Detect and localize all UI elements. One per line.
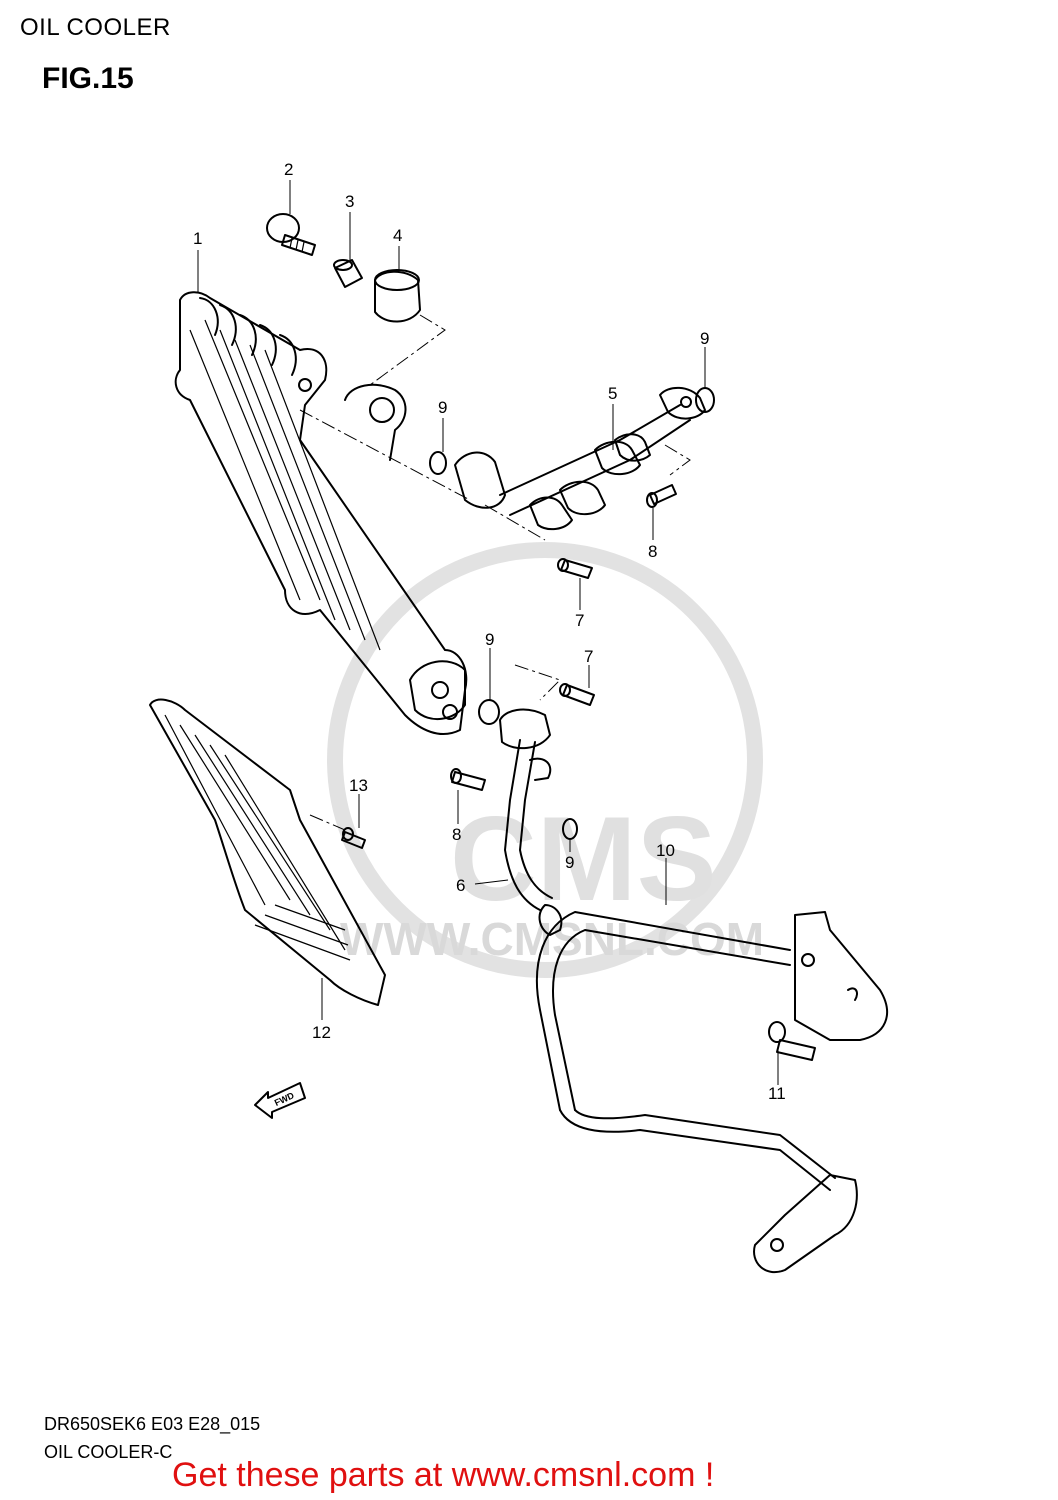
bolt-part-7 <box>559 683 595 706</box>
page-title: OIL COOLER <box>20 14 171 41</box>
callout-1: 1 <box>193 229 202 248</box>
watermark-url: WWW.CMSNL.COM <box>340 913 764 965</box>
callout-7b: 7 <box>584 647 593 666</box>
callout-9b: 9 <box>700 329 709 348</box>
alignment-line <box>484 504 546 541</box>
callout-9c: 9 <box>485 630 494 649</box>
oil-cooler-part-1 <box>174 291 468 735</box>
o-ring-part-9 <box>562 818 578 840</box>
callout-8a: 8 <box>648 542 657 561</box>
diagram-code: DR650SEK6 E03 E28_015 <box>44 1414 261 1434</box>
callout-12: 12 <box>312 1023 331 1042</box>
callout-9d: 9 <box>565 853 574 872</box>
alignment-line <box>514 664 561 701</box>
get-parts-link[interactable]: Get these parts at www.cmsnl.com ! <box>172 1456 715 1494</box>
alignment-line <box>309 814 346 831</box>
alignment-line <box>664 444 691 476</box>
oil-hose-part-5 <box>454 386 706 531</box>
callout-6: 6 <box>456 876 465 895</box>
grille-part-12 <box>149 698 386 1006</box>
alignment-line <box>369 314 446 386</box>
callout-3: 3 <box>345 192 354 211</box>
bolt-part-7 <box>557 558 593 579</box>
callout-10: 10 <box>656 841 675 860</box>
callout-8b: 8 <box>452 825 461 844</box>
grommet-part-4 <box>374 269 421 323</box>
collar-part-3 <box>333 259 363 288</box>
washer-bolt-part-2 <box>266 213 316 256</box>
watermark-brand: CMS <box>450 792 717 926</box>
alignment-line <box>299 409 471 501</box>
callout-5: 5 <box>608 384 617 403</box>
guard-bar-part-10 <box>536 911 889 1273</box>
leader-lines <box>197 180 779 1085</box>
forward-direction-arrow: FWD <box>254 1082 306 1119</box>
diagram-subtitle: OIL COOLER-C <box>44 1442 173 1462</box>
fwd-label: FWD <box>273 1090 296 1108</box>
bolt-part-8 <box>646 484 677 508</box>
figure-label: FIG.15 <box>42 62 134 95</box>
o-ring-part-9 <box>429 451 447 475</box>
oil-hose-part-6 <box>499 708 563 936</box>
callout-7a: 7 <box>575 611 584 630</box>
bolt-part-8 <box>450 768 486 791</box>
callout-2: 2 <box>284 160 293 179</box>
o-ring-part-9 <box>478 699 500 725</box>
callout-4: 4 <box>393 226 402 245</box>
bolt-part-13 <box>341 827 366 849</box>
callout-9a: 9 <box>438 398 447 417</box>
watermark: CMS WWW.CMSNL.COM <box>327 542 764 978</box>
callout-11: 11 <box>768 1084 786 1103</box>
callout-numbers: 1 2 3 4 5 6 7 7 8 8 9 9 9 9 10 11 12 13 <box>193 160 786 1103</box>
callout-13: 13 <box>349 776 368 795</box>
